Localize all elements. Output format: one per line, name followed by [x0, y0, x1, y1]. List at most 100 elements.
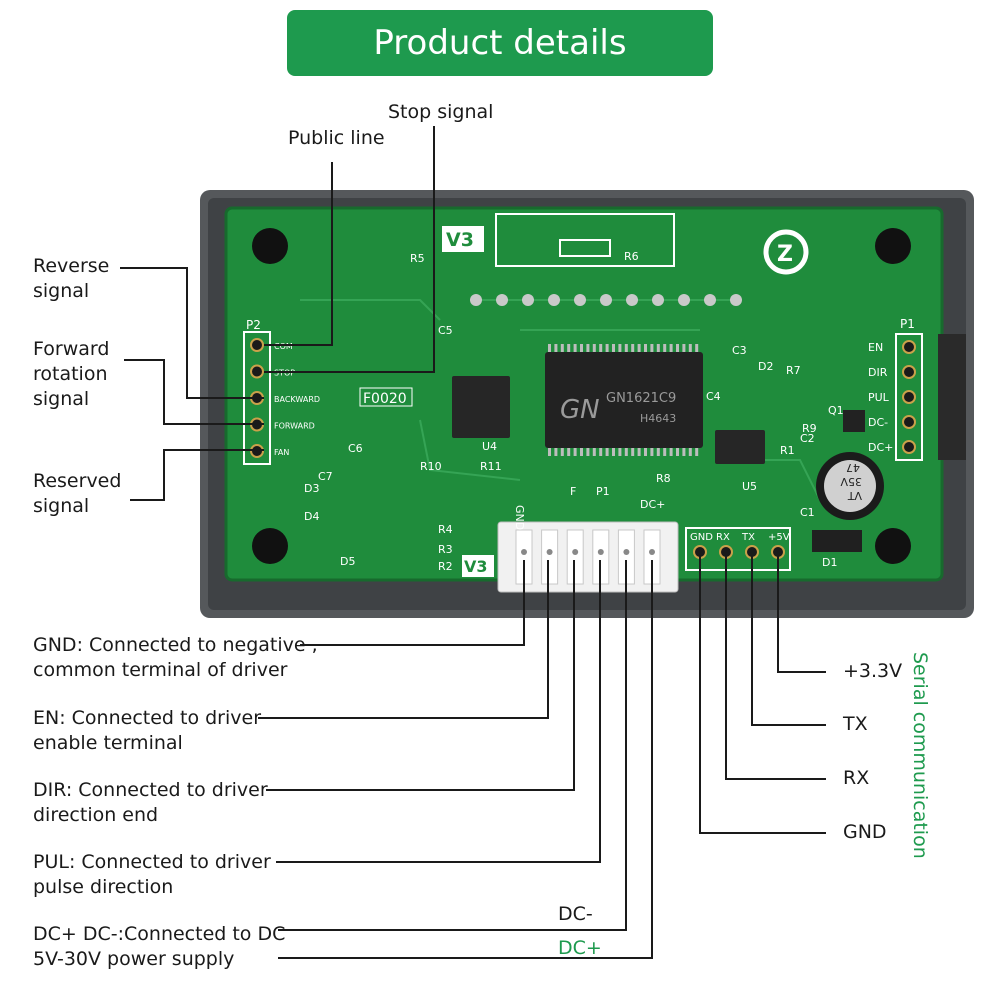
chip-leg	[580, 344, 583, 352]
led-pin	[522, 294, 534, 306]
led-pin	[496, 294, 508, 306]
callout-lines	[120, 126, 826, 959]
label-reverse-signal: Reverse signal	[33, 254, 109, 304]
label-en: EN: Connected to driver enable terminal	[33, 706, 261, 756]
p1-pin-label: DC+	[868, 441, 893, 454]
line-serial-tx	[751, 552, 826, 726]
chip-leg	[669, 344, 673, 352]
q1-transistor	[843, 410, 865, 432]
terminal-slot	[541, 529, 559, 585]
label-serial-gnd: GND	[843, 821, 887, 843]
svg-text:Z: Z	[777, 242, 793, 267]
line-gnd	[300, 560, 525, 646]
serial-header-outline	[685, 527, 791, 571]
chip-part: GN1621C9	[606, 391, 676, 406]
silk-ref-label: C1	[800, 506, 815, 519]
brand-logo: Z	[763, 229, 809, 275]
line-serial-5v	[777, 552, 826, 673]
label-line: signal	[33, 388, 90, 410]
label-line: enable terminal	[33, 732, 183, 754]
chip-leg	[586, 344, 590, 352]
p1-pin	[902, 390, 916, 404]
led-pin	[600, 294, 612, 306]
label-line: pulse direction	[33, 876, 174, 898]
chip-leg	[637, 344, 641, 352]
terminal-pins	[515, 529, 661, 585]
chip-leg	[669, 448, 673, 456]
chip-leg	[650, 344, 654, 352]
chip-leg	[580, 448, 583, 456]
chip-leg	[656, 344, 660, 352]
label-line: signal	[33, 495, 90, 517]
chip-leg	[567, 344, 571, 352]
serial-pin-label: GND	[690, 532, 713, 543]
line-forward	[124, 359, 264, 425]
chip-legs	[548, 344, 699, 456]
chip-leg	[548, 344, 551, 352]
version-badge-bottom	[462, 555, 494, 577]
label-line: Forward	[33, 338, 110, 360]
silk-ref-label: D3	[304, 482, 319, 495]
chip-leg	[599, 344, 603, 352]
p2-pin-label: COM	[274, 342, 293, 351]
line-dir	[266, 560, 575, 791]
chip-leg	[637, 448, 641, 456]
silk-terminal-label: GND	[513, 505, 526, 530]
silk-ref-label: C3	[732, 344, 747, 357]
mounting-hole	[252, 228, 288, 264]
chip-leg	[644, 344, 647, 352]
led-pin	[652, 294, 664, 306]
label-serial-33v: +3.3V	[843, 660, 903, 682]
chip-leg	[586, 448, 590, 456]
chip-leg	[682, 448, 686, 456]
mounting-hole	[252, 528, 288, 564]
label-line: 5V-30V power supply	[33, 948, 235, 970]
chip-leg	[605, 344, 609, 352]
silk-ref-label: Q1	[828, 404, 844, 417]
label-dc-minus: DC-	[558, 903, 593, 925]
p2-label: P2	[246, 318, 261, 332]
silk-ref-label: C6	[348, 442, 363, 455]
p2-pin-label: FAN	[274, 448, 289, 457]
mounting-hole	[875, 228, 911, 264]
silk-ref-label: U4	[482, 440, 497, 453]
chip-leg	[624, 344, 628, 352]
label-line: DIR: Connected to driver	[33, 779, 268, 801]
line-dcminus	[278, 560, 627, 931]
led-pin	[548, 294, 560, 306]
silk-ref-label: R2	[438, 560, 453, 573]
chip-leg	[618, 448, 622, 456]
silk-ref-label: C4	[706, 390, 721, 403]
silk-ref-label: R1	[780, 444, 795, 457]
silk-ref-label: R11	[480, 460, 502, 473]
label-line: EN: Connected to driver	[33, 707, 262, 729]
serial-pin-label: +5V	[768, 532, 790, 543]
label-line: PUL: Connected to driver	[33, 851, 271, 873]
p1-label: P1	[900, 317, 915, 331]
terminal-pin	[572, 549, 579, 555]
label-line: DC+ DC-:Connected to DC	[33, 923, 286, 945]
chip-leg	[663, 448, 667, 456]
capacitor-c1-top	[824, 460, 876, 512]
led-pin	[730, 294, 742, 306]
mounting-hole	[875, 528, 911, 564]
led-pin-row	[470, 294, 742, 306]
silk-ref-label: R3	[438, 543, 453, 556]
chip-leg	[695, 344, 699, 352]
chip-leg	[618, 344, 622, 352]
u5-regulator	[715, 430, 765, 464]
silk-ref-label: U5	[742, 480, 757, 493]
line-pul	[276, 560, 601, 863]
chip-leg	[612, 448, 615, 456]
line-reverse	[120, 267, 264, 399]
label-line: GND: Connected to negative ,	[33, 634, 318, 656]
chip-sub: H4643	[640, 412, 676, 425]
chip-leg	[624, 448, 628, 456]
label-reserved-signal: Reserved signal	[33, 469, 121, 519]
silk-ref-label: C7	[318, 470, 333, 483]
chip-leg	[650, 448, 654, 456]
silk-ref-label: R6	[624, 250, 639, 263]
silk-ref-label: R4	[438, 523, 453, 536]
led-pin	[574, 294, 586, 306]
chip-leg	[599, 448, 603, 456]
